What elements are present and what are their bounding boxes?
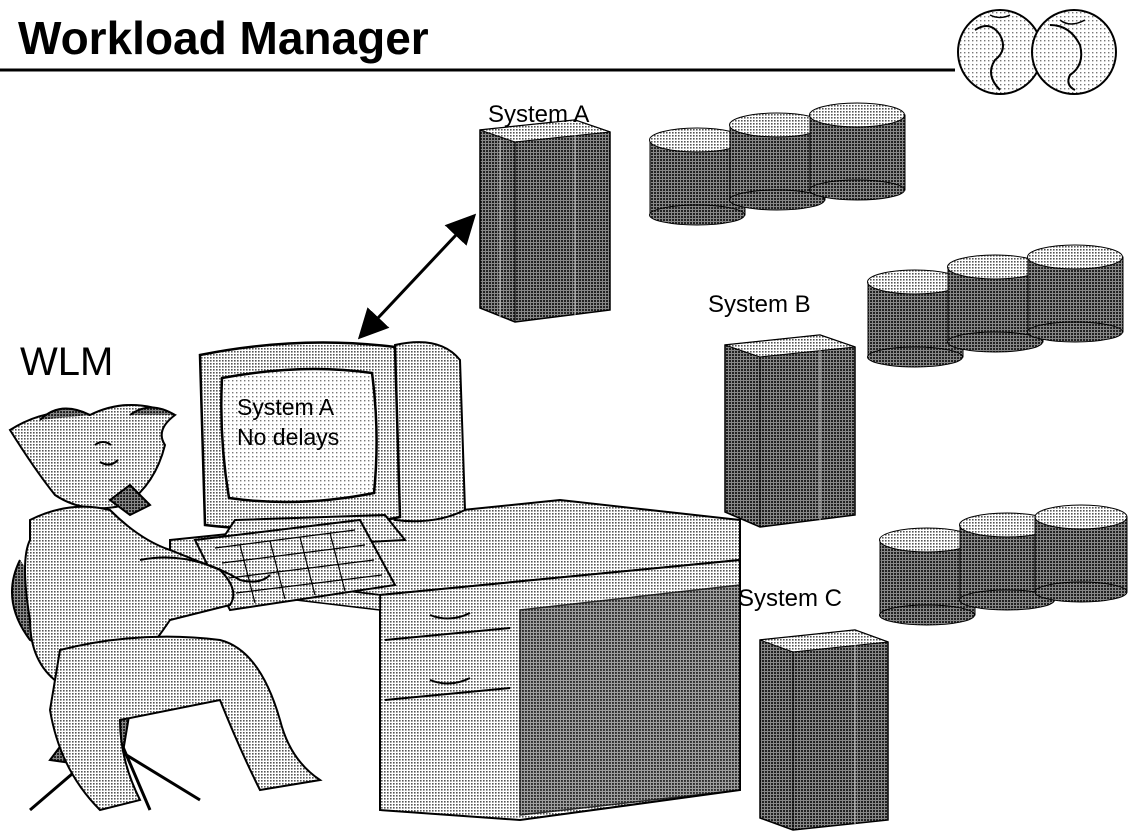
system-b-label: System B [708,291,811,318]
page-title: Workload Manager [18,12,429,64]
server-icon-system-a [479,119,611,323]
wlm-label: WLM [20,340,113,384]
screen-line-2: No delays [237,424,339,450]
disk-icon-group-a [649,102,906,226]
globe-logo-icon [957,9,1117,95]
server-icon-system-c [759,629,889,831]
system-a-label: System A [488,101,589,128]
server-icon-system-b [724,334,856,528]
monitor-icon [198,341,467,552]
desk-icon [169,498,741,822]
double-arrow-icon [357,213,477,340]
disk-icon-group-b [867,244,1124,368]
person-icon [8,404,323,812]
screen-line-1: System A [237,394,335,420]
disk-icon-group-c [879,504,1128,626]
system-c-label: System C [738,585,842,612]
